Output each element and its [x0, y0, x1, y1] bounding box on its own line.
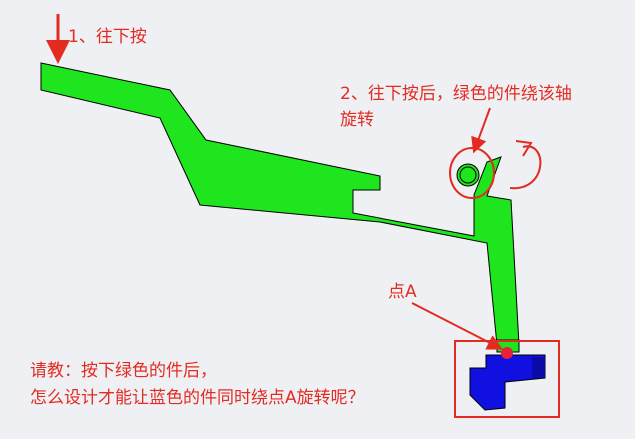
blue-part-highlight-box — [454, 340, 560, 418]
green-lever — [40, 62, 520, 346]
step2-arrow — [471, 107, 491, 154]
rotation-arrowhead — [515, 140, 533, 157]
point-a-marker — [501, 347, 513, 359]
rotation-arrow — [509, 145, 542, 190]
pivot-hole — [459, 166, 477, 184]
question-line1: 请教：按下绿色的件后， — [30, 361, 217, 381]
question-line2: 怎么设计才能让蓝色的件同时绕点A旋转呢？ — [30, 388, 365, 408]
point-a-arrow — [411, 302, 504, 350]
point-a-label: 点A — [388, 282, 417, 302]
step2-label-line2: 旋转 — [340, 110, 374, 130]
step2-label-line1: 2、往下按后，绿色的件绕该轴 — [340, 84, 572, 104]
step1-label: 1、往下按 — [68, 27, 147, 47]
blue-part-dark-end — [532, 357, 545, 378]
